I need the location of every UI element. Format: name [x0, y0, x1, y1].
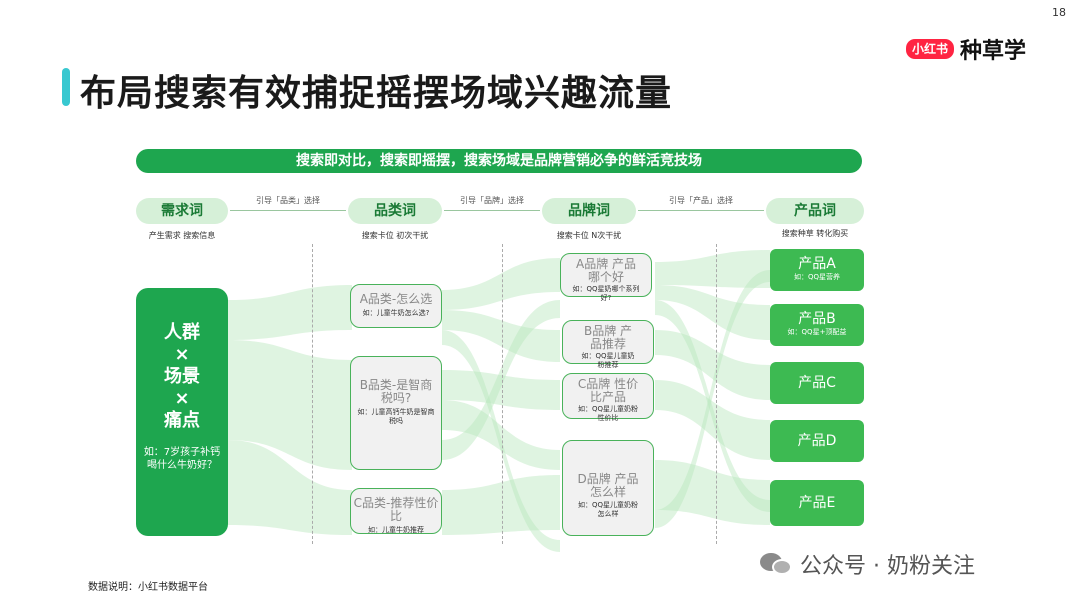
stage-category-words: 品类词 [348, 198, 442, 224]
arrow-line-1 [230, 210, 346, 211]
brand-title: A品牌 产品哪个好 [575, 257, 637, 284]
banner: 搜索即对比，搜索即摇摆，搜索场域是品牌营销必争的鲜活竞技场 [136, 149, 862, 173]
stage-product-sub: 搜索种草 转化购买 [781, 229, 849, 238]
brand-note: 如：QQ星奶哪个系列好? [572, 285, 640, 302]
need-line: 场景 [164, 366, 200, 387]
product-note: 如：QQ星营养 [793, 273, 841, 281]
xiaohongshu-logo-badge: 小红书 [906, 39, 955, 59]
product-note: 如：QQ星+顶配益 [787, 328, 847, 336]
stage-brand-words: 品牌词 [542, 198, 636, 224]
brand-title: C品牌 性价比产品 [577, 377, 639, 404]
brand-box-a: A品牌 产品哪个好 如：QQ星奶哪个系列好? [560, 253, 652, 302]
category-note: 如：儿童牛奶怎么选? [362, 309, 430, 317]
watermark-text: 公众号 · 奶粉关注 [800, 554, 975, 579]
stage-product-words: 产品词 [766, 198, 864, 224]
need-example-2: 喝什么牛奶好？ [147, 460, 217, 471]
brand-note: 如：QQ星儿童奶粉性价比 [577, 405, 639, 422]
logo-text: 种草学 [960, 39, 1027, 64]
product-box-b: 产品B 如：QQ星+顶配益 [770, 304, 864, 346]
brand-title: B品牌 产品推荐 [583, 324, 633, 351]
product-box-e: 产品E [770, 480, 864, 526]
category-box-b: B品类-是智商税吗? 如：儿童高钙牛奶是智商税吗 [350, 356, 442, 470]
category-note: 如：儿童高钙牛奶是智商税吗 [357, 408, 435, 425]
arrow-label-product: 引导「产品」选择 [669, 196, 733, 205]
page-title: 布局搜索有效捕捉摇摆场域兴趣流量 [80, 73, 673, 114]
brand-note: 如：QQ星儿童奶粉怎么样 [577, 501, 639, 518]
brand-box-b: B品牌 产品推荐 如：QQ星儿童奶粉推荐 [562, 320, 654, 369]
wechat-icon [760, 551, 794, 577]
product-title: 产品A [798, 256, 836, 272]
product-title: 产品C [798, 375, 836, 391]
brand-box-d: D品牌 产品怎么样 如：QQ星儿童奶粉怎么样 [562, 440, 654, 536]
arrow-label-category: 引导「品类」选择 [256, 196, 320, 205]
arrow-line-2 [444, 210, 540, 211]
category-box-c: C品类-推荐性价比 如：儿童牛奶推荐 [350, 488, 442, 534]
stage-need-sub: 产生需求 搜索信息 [148, 231, 216, 240]
title-accent-bar [62, 68, 70, 106]
category-title: B品类-是智商税吗? [359, 378, 433, 405]
need-line: × [174, 388, 190, 409]
product-title: 产品E [798, 495, 836, 511]
arrow-line-3 [638, 210, 764, 211]
data-source-note: 数据说明：小红书数据平台 [88, 582, 208, 593]
brand-logo: 小红书 种草学 [906, 33, 1026, 65]
stage-brand-sub: 搜索卡位 N次干扰 [556, 231, 622, 240]
watermark: 公众号 · 奶粉关注 [760, 548, 975, 580]
need-box: 人群 × 场景 × 痛点 如：7岁孩子补钙 喝什么牛奶好？ [136, 288, 228, 536]
category-note: 如：儿童牛奶推荐 [368, 526, 424, 534]
need-line: 人群 [164, 322, 200, 343]
column-divider [312, 244, 313, 544]
page-number: 18 [1052, 6, 1066, 19]
brand-box-c: C品牌 性价比产品 如：QQ星儿童奶粉性价比 [562, 373, 654, 422]
need-line: 痛点 [164, 410, 200, 431]
arrow-label-brand: 引导「品牌」选择 [460, 196, 524, 205]
product-box-d: 产品D [770, 420, 864, 462]
product-title: 产品B [798, 311, 836, 327]
category-title: A品类-怎么选 [359, 292, 433, 306]
brand-title: D品牌 产品怎么样 [577, 472, 639, 499]
column-divider [502, 244, 503, 544]
column-divider [716, 244, 717, 544]
stage-need-words: 需求词 [136, 198, 228, 224]
product-title: 产品D [797, 433, 837, 449]
product-box-a: 产品A 如：QQ星营养 [770, 249, 864, 291]
category-box-a: A品类-怎么选 如：儿童牛奶怎么选? [350, 284, 442, 328]
need-line: × [174, 344, 190, 365]
need-example-1: 如：7岁孩子补钙 [143, 447, 221, 458]
category-title: C品类-推荐性价比 [353, 496, 439, 523]
brand-note: 如：QQ星儿童奶粉推荐 [581, 352, 635, 369]
stage-category-sub: 搜索卡位 初次干扰 [361, 231, 429, 240]
product-box-c: 产品C [770, 362, 864, 404]
